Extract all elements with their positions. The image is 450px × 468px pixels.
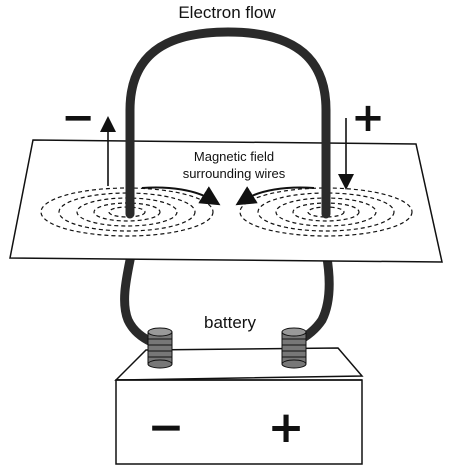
top-negative-sign: − (61, 95, 95, 141)
coil-terminal-icon (147, 327, 173, 369)
lower-wire-left (120, 245, 161, 349)
battery-label: battery (204, 313, 256, 332)
coil-terminal-icon (281, 327, 307, 369)
battery (114, 347, 364, 465)
upper-wire (125, 27, 331, 219)
field-lines-left (40, 187, 214, 237)
field-arrow-left (141, 186, 221, 206)
title-label: Electron flow (178, 3, 276, 22)
field-plate (9, 139, 443, 263)
top-positive-sign: + (351, 95, 385, 141)
field-label-line1: Magnetic field (194, 149, 274, 164)
field-label-line2: surrounding wires (183, 166, 286, 181)
battery-positive-sign: + (268, 402, 305, 453)
field-arrow-right (235, 186, 315, 206)
battery-negative-sign: − (148, 402, 185, 453)
